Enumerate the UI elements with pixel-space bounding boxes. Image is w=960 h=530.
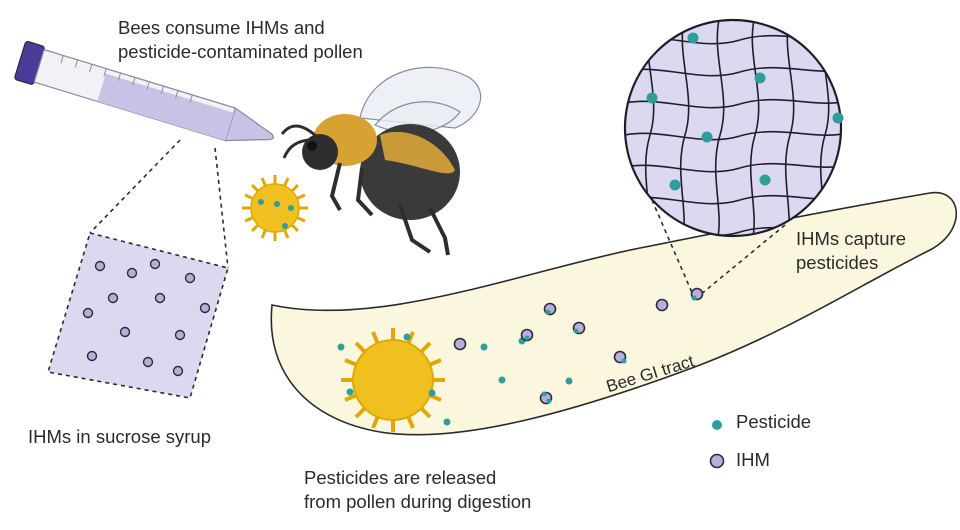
release-label: Pesticides are released from pollen duri…	[304, 466, 531, 514]
consume-label-line2: pesticide-contaminated pollen	[118, 41, 363, 62]
consume-label: Bees consume IHMs and pesticide-contamin…	[118, 16, 363, 64]
capture-label-line2: pesticides	[796, 252, 879, 273]
capture-label: IHMs capture pesticides	[796, 227, 906, 275]
pollen-grain-icon	[242, 175, 308, 241]
release-label-line1: Pesticides are released	[304, 467, 497, 488]
syrup-label: IHMs in sucrose syrup	[28, 426, 211, 447]
capture-label-line1: IHMs capture	[796, 228, 907, 249]
hydrogel-mesh-icon	[623, 18, 844, 238]
consume-label-line1: Bees consume IHMs and	[118, 17, 325, 38]
legend-pesticide-label: Pesticide	[736, 411, 812, 432]
pesticide-dot-icon	[712, 420, 722, 430]
gi-tract-shape	[270, 191, 958, 436]
falcon-tube-icon	[14, 41, 275, 142]
ihm-particle-icon	[709, 453, 725, 469]
pollen-grain-icon	[341, 328, 445, 432]
pesticide-dots	[337, 333, 573, 426]
release-label-line2: from pollen during digestion	[304, 491, 532, 512]
legend-ihm-label: IHM	[736, 449, 770, 470]
syrup-inset	[46, 232, 230, 399]
ihm-particles	[453, 287, 704, 405]
bee-icon	[280, 66, 482, 256]
